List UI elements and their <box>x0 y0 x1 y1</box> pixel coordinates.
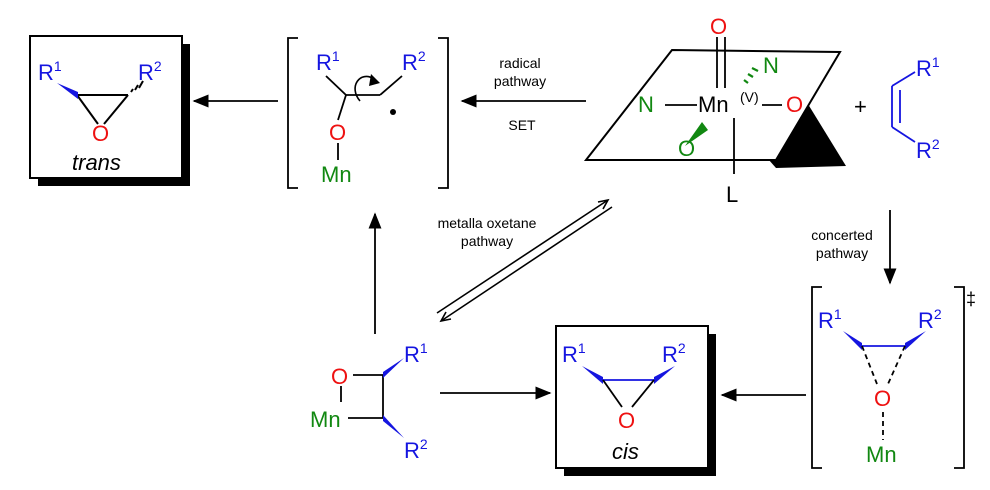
radical-bracket-right <box>438 37 449 189</box>
ts-bracket-right <box>954 286 965 469</box>
catalyst-o-front-label: O <box>678 136 695 161</box>
trans-r1-label: R1 <box>38 58 62 85</box>
radical-bracket-left <box>287 37 298 189</box>
concerted-caption-line1: concerted <box>811 227 872 243</box>
metallaoxetane-intermediate: O Mn R1 R2 <box>310 340 428 463</box>
ts-mn-label: Mn <box>866 442 897 467</box>
catalyst-mn-label: Mn <box>698 92 729 117</box>
oxetane-r1-label: R1 <box>404 340 428 367</box>
concerted-caption-line2: pathway <box>816 245 868 261</box>
radical-mn-label: Mn <box>321 162 352 187</box>
trans-oxygen-label: O <box>92 121 109 146</box>
trans-box <box>29 35 183 179</box>
alkene-r2-label: R2 <box>916 136 940 163</box>
radical-r2-label: R2 <box>402 48 426 75</box>
equilibrium-arrows <box>436 198 613 323</box>
radical-r1-label: R1 <box>316 48 340 75</box>
plus-sign: + <box>854 94 867 119</box>
cis-r2-label: R2 <box>662 340 686 367</box>
cis-r1-label: R1 <box>562 340 586 367</box>
cis-alkene-substrate: R1 R2 <box>891 54 940 163</box>
ts-r2-label: R2 <box>918 306 942 333</box>
oxidation-state-label: (V) <box>740 89 759 105</box>
metalla-caption-line2: pathway <box>461 233 513 249</box>
equatorial-plane <box>583 48 842 161</box>
trans-r2-hash <box>130 80 144 93</box>
catalyst-n-left-label: N <box>638 92 654 117</box>
trans-r2-label: R2 <box>138 58 162 85</box>
ts-oxygen-label: O <box>874 386 891 411</box>
cis-epoxide-product: R1 R2 O cis <box>555 325 716 476</box>
mn-oxo-catalyst: O N N Mn (V) O O L <box>583 14 846 207</box>
ts-r1-label: R1 <box>818 306 842 333</box>
radical-oxygen-label: O <box>329 120 346 145</box>
wedge-bond-o <box>685 122 708 146</box>
oxetane-r2-label: R2 <box>404 436 428 463</box>
oxetane-oxygen-label: O <box>331 364 348 389</box>
radical-caption-line2: pathway <box>494 73 546 89</box>
ts-bracket-left <box>811 286 822 469</box>
trans-r1-wedge <box>57 83 78 99</box>
trans-caption: trans <box>72 150 121 175</box>
alkene-r1-label: R1 <box>916 54 940 81</box>
radical-intermediate: R1 R2 O Mn <box>287 37 449 189</box>
radical-caption-line1: radical <box>499 55 540 71</box>
cis-caption: cis <box>612 439 639 464</box>
catalyst-o-right-label: O <box>786 92 803 117</box>
transition-state-dagger: ‡ <box>966 289 976 309</box>
set-caption: SET <box>508 117 536 133</box>
catalyst-n-back-label: N <box>763 53 779 78</box>
oxo-label: O <box>710 14 727 39</box>
oxetane-mn-label: Mn <box>310 407 341 432</box>
concerted-transition-state: ‡ R1 R2 O Mn <box>811 286 976 469</box>
cis-oxygen-label: O <box>618 408 635 433</box>
trans-epoxide-product: R1 R2 O trans <box>29 35 190 186</box>
hashed-bond-n <box>743 67 759 84</box>
radical-dot <box>390 109 396 115</box>
cis-box <box>555 325 709 469</box>
axial-ligand-label: L <box>726 182 738 207</box>
metalla-caption-line1: metalla oxetane <box>438 215 537 231</box>
